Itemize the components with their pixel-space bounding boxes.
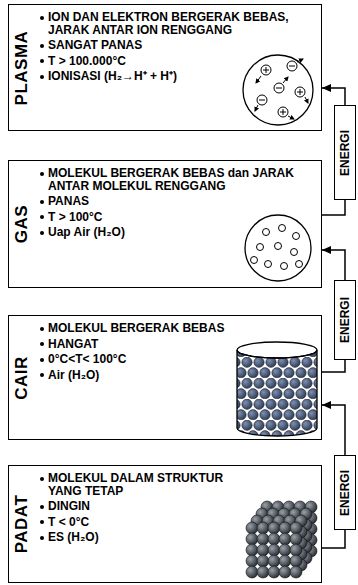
energy-connector	[322, 360, 345, 372]
energy-connector	[322, 530, 345, 548]
gas-illustration	[245, 215, 311, 281]
state-name: PADAT	[12, 495, 32, 554]
state-box: PLASMA ION DAN ELEKTRON BERGERAK BEBAS, J…	[8, 4, 322, 131]
bullet-list: MOLEKUL BERGERAK BEBAS dan JARAK ANTAR M…	[39, 167, 315, 242]
energy-connector	[322, 250, 345, 280]
property-bullet: ION DAN ELEKTRON BERGERAK BEBAS, JARAK A…	[39, 11, 315, 36]
state-name: CAIR	[12, 356, 32, 400]
property-bullet: T > 100°C	[39, 211, 229, 224]
energy-label: ENERGI	[338, 469, 352, 515]
property-bullet: DINGIN	[39, 500, 229, 513]
state-box: PADAT MOLEKUL DALAM STRUKTUR YANG TETAP DI…	[8, 465, 322, 583]
property-bullet: 0°C<T< 100°C	[39, 353, 229, 366]
property-bullet: MOLEKUL DALAM STRUKTUR YANG TETAP	[39, 472, 244, 497]
bullet-list: ION DAN ELEKTRON BERGERAK BEBAS, JARAK A…	[39, 11, 315, 86]
state-box: CAIR MOLEKUL BERGERAK BEBAS HANGAT 0°C<T< 1…	[8, 315, 322, 440]
property-bullet: Uap Air (H₂O)	[39, 226, 229, 239]
energy-box: ENERGI	[334, 455, 356, 530]
property-bullet: ES (H₂O)	[39, 531, 229, 544]
solid-illustration	[246, 501, 317, 578]
property-bullet: HANGAT	[39, 338, 229, 351]
property-bullet: IONISASI (H₂→H⁺ + H⁺)	[39, 70, 229, 83]
property-bullet: PANAS	[39, 195, 229, 208]
property-bullet: T > 100.000°C	[39, 55, 229, 68]
energy-connector	[322, 405, 345, 455]
energy-label: ENERGI	[338, 129, 352, 175]
energy-label: ENERGI	[338, 297, 352, 343]
property-bullet: SANGAT PANAS	[39, 39, 229, 52]
property-bullet: MOLEKUL BERGERAK BEBAS dan JARAK ANTAR M…	[39, 167, 315, 192]
energy-box: ENERGI	[334, 280, 356, 360]
energy-box: ENERGI	[334, 105, 356, 200]
state-box: GAS MOLEKUL BERGERAK BEBAS dan JARAK ANTA…	[8, 160, 322, 288]
property-bullet: Air (H₂O)	[39, 369, 229, 382]
bullet-list: MOLEKUL BERGERAK BEBAS HANGAT 0°C<T< 100°C…	[39, 322, 315, 384]
state-heading-column: PADAT	[9, 466, 35, 582]
property-bullet: T < 0°C	[39, 516, 229, 529]
energy-connector	[322, 200, 345, 215]
plasma-illustration	[243, 55, 313, 125]
state-name: GAS	[12, 205, 32, 243]
state-heading-column: CAIR	[9, 316, 35, 439]
state-heading-column: GAS	[9, 161, 35, 287]
liquid-illustration	[237, 342, 317, 436]
property-bullet: MOLEKUL BERGERAK BEBAS	[39, 322, 315, 335]
state-name: PLASMA	[12, 30, 32, 105]
bullet-list: MOLEKUL DALAM STRUKTUR YANG TETAP DINGIN T…	[39, 472, 244, 547]
state-heading-column: PLASMA	[9, 5, 35, 130]
energy-connector	[322, 88, 345, 105]
